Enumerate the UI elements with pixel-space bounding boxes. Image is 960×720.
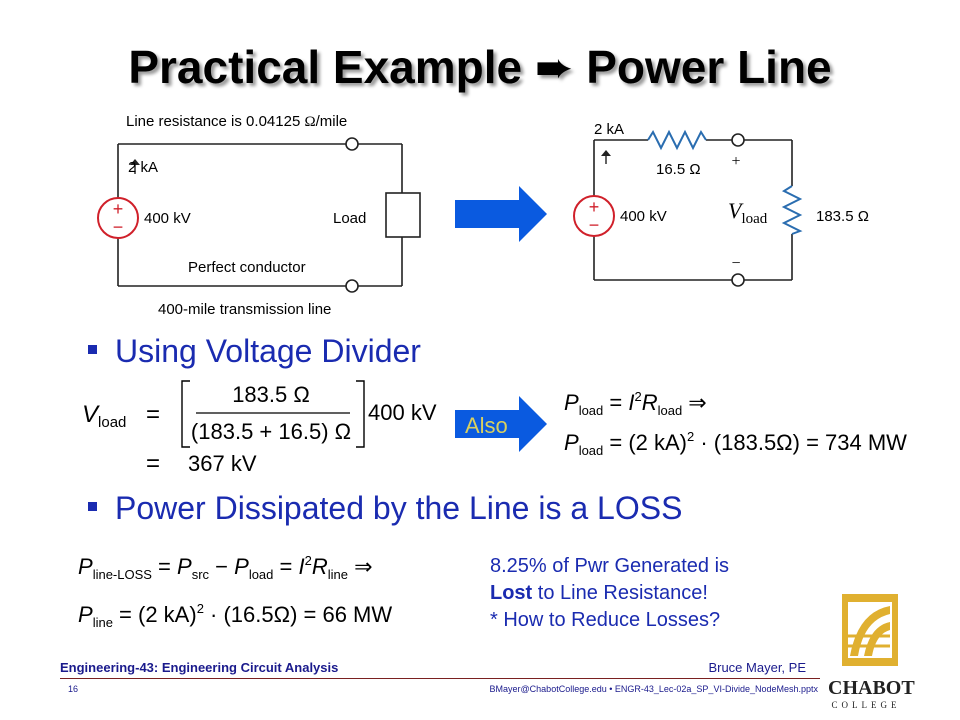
page-number: 16 <box>68 684 79 694</box>
note-line3: * How to Reduce Losses? <box>490 609 721 631</box>
logo-text: CHABOT <box>828 677 915 699</box>
line-loss-equations: Pline-LOSS = Psrc − Pload = I2Rline ⇒ Pl… <box>78 553 392 630</box>
current-arrow-icon-2 <box>601 150 611 156</box>
plus-terminal-label: + <box>731 153 740 170</box>
logo-subtext: COLLEGE <box>831 700 901 710</box>
source2-minus: − <box>589 215 600 235</box>
load-r-label: 183.5 Ω <box>816 208 869 225</box>
minus-terminal-label: − <box>731 255 740 272</box>
load-box <box>385 192 421 238</box>
chabot-building-icon <box>842 594 898 666</box>
footer-divider <box>60 678 820 679</box>
bullet-power-loss: Power Dissipated by the Line is a LOSS <box>88 490 682 527</box>
load-power-equations: Pload = I2Rload ⇒ Pload = (2 kA)2 · (183… <box>564 389 907 458</box>
transmission-line-label: 400-mile transmission line <box>158 301 331 318</box>
line-r-label: 16.5 Ω <box>656 161 701 178</box>
chabot-logo: CHABOT COLLEGE <box>828 592 915 714</box>
line-resistance-label: Line resistance is 0.04125 Ω/mile <box>126 113 347 130</box>
also-label: Also <box>465 413 508 438</box>
source-voltage-label-2: 400 kV <box>620 208 667 225</box>
current-label-2: 2 kA <box>594 121 624 138</box>
divider-numerator: 183.5 Ω <box>232 382 310 407</box>
bullet-square-icon <box>88 345 97 355</box>
voltage-divider-equation: Vload = 183.5 Ω (183.5 + 16.5) Ω 400 kV … <box>82 380 437 477</box>
voltage-source-icon-2 <box>573 195 615 237</box>
big-right-arrow-icon <box>455 186 547 242</box>
slide-title: Practical Example ➨ Power Line <box>0 40 960 94</box>
svg-text:=: = <box>146 401 160 428</box>
source2-plus: + <box>589 197 600 217</box>
loss-note: 8.25% of Pwr Generated is Lost to Line R… <box>490 553 729 634</box>
source-plus: + <box>113 199 124 219</box>
bullet-text: Power Dissipated by the Line is a LOSS <box>115 490 683 526</box>
bullet-voltage-divider: Using Voltage Divider <box>88 333 421 370</box>
loss-eq-line1: Pline-LOSS = Psrc − Pload = I2Rline ⇒ <box>78 553 373 582</box>
pload-eq-line1: Pload = I2Rload ⇒ <box>564 389 707 418</box>
v-load-label: Vload <box>728 198 768 227</box>
svg-text:Vload: Vload <box>82 401 126 431</box>
loss-eq-line2: Pline = (2 kA)2 · (16.5Ω) = 66 MW <box>78 601 392 630</box>
line-resistor-icon <box>647 129 707 151</box>
source-minus: − <box>113 217 124 237</box>
current-arrow-icon <box>130 159 140 165</box>
source-voltage-label: 400 kV <box>144 210 191 227</box>
note-line2: Lost to Line Resistance! <box>490 582 708 604</box>
bullet-text: Using Voltage Divider <box>115 333 421 369</box>
title-left: Practical Example <box>128 41 523 93</box>
current-label: 2 kA <box>128 159 158 176</box>
divider-denominator: (183.5 + 16.5) Ω <box>191 419 351 444</box>
title-arrow-icon: ➨ <box>534 41 574 93</box>
bullet-square-icon <box>88 502 97 512</box>
footer-file: BMayer@ChabotCollege.edu • ENGR-43_Lec-0… <box>489 684 818 694</box>
circuit-diagram-transmission-line: + − Line resistance is 0.04125 Ω/mile 2 … <box>97 113 421 318</box>
load-label: Load <box>333 210 366 227</box>
pload-eq-line2: Pload = (2 kA)2 · (183.5Ω) = 734 MW <box>564 429 907 458</box>
load-resistor-icon <box>781 185 803 235</box>
title-right: Power Line <box>586 41 832 93</box>
divider-result: 367 kV <box>188 451 257 476</box>
note-line1: 8.25% of Pwr Generated is <box>490 555 730 577</box>
conductor-label: Perfect conductor <box>188 259 306 276</box>
divider-factor: 400 kV <box>368 400 437 425</box>
also-arrow-icon <box>455 396 547 452</box>
svg-text:=: = <box>146 450 160 477</box>
voltage-source-icon <box>97 197 139 239</box>
footer-course: Engineering-43: Engineering Circuit Anal… <box>60 660 339 675</box>
footer-author: Bruce Mayer, PE <box>708 660 806 675</box>
circuit-diagram-equivalent: + − 2 kA 16.5 Ω 400 kV + − Vload 183.5 Ω <box>573 121 869 287</box>
